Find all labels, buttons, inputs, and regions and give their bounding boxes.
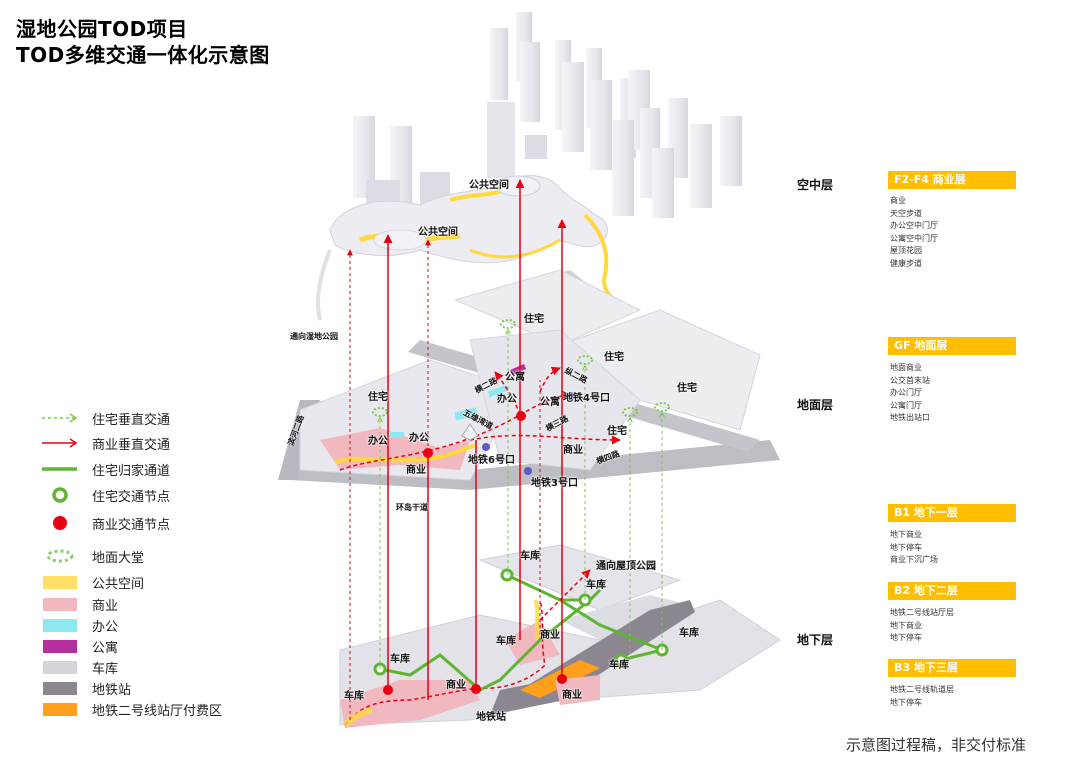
label-garage: 车库 <box>679 628 699 639</box>
swatch-office <box>40 615 80 635</box>
green-ring-icon <box>40 485 80 505</box>
label-metro-exit-4: 地铁4号口 <box>563 393 610 404</box>
layer-name-sky: 空中层 <box>797 178 834 192</box>
label-residential: 住宅 <box>368 392 388 403</box>
label-office: 办公 <box>368 436 388 447</box>
label-garage: 车库 <box>520 551 540 562</box>
label-commerce: 商业 <box>540 630 560 641</box>
swatch-garage <box>40 657 80 677</box>
layer-list-f2-f4: 商业 天空步道 办公空中门厅 公寓空中门厅 屋顶花园 健康步道 <box>890 196 938 268</box>
layer-list-b2: 地铁二号线站厅层 地下商业 地下停车 <box>890 608 954 642</box>
draft-disclaimer: 示意图过程稿，非交付标准 <box>846 736 1027 754</box>
label-metro-station: 地铁站 <box>476 712 506 723</box>
layer-list-b1: 地下商业 地下停车 商业下沉广场 <box>890 530 938 564</box>
label-public-space: 公共空间 <box>469 180 509 191</box>
green-line-icon <box>40 459 80 479</box>
red-arrow-icon <box>40 433 80 453</box>
legend-item: 车库 <box>40 657 260 677</box>
layer-header-b1: B1 地下一层 <box>888 504 1016 522</box>
label-office: 办公 <box>409 433 429 444</box>
label-residential: 住宅 <box>604 352 624 363</box>
label-garage: 车库 <box>390 654 410 665</box>
swatch-apartment <box>40 636 80 656</box>
label-garage: 车库 <box>609 660 629 671</box>
label-metro-exit-6: 地铁6号口 <box>468 455 515 466</box>
label-garage: 车库 <box>496 636 516 647</box>
legend-item: 公寓 <box>40 636 260 656</box>
legend-item: 地铁站 <box>40 678 260 698</box>
legend-item: 地铁二号线站厅付费区 <box>40 699 260 719</box>
legend-item: 商业交通节点 <box>40 513 260 533</box>
underground-level-plan <box>339 544 781 728</box>
legend-item: 商业 <box>40 594 260 614</box>
layer-list-gf: 地面商业 公交首末站 办公门厅 公寓门厅 地铁出站口 <box>890 363 930 422</box>
layer-name-underground: 地下层 <box>797 633 834 647</box>
layer-header-f2-f4: F2-F4 商业层 <box>888 171 1016 189</box>
swatch-metro-paid-zone <box>40 699 80 719</box>
label-metro-exit-3: 地铁3号口 <box>531 478 578 489</box>
ground-level-plan <box>278 269 780 490</box>
label-residential: 住宅 <box>677 383 697 394</box>
legend-item: 住宅交通节点 <box>40 485 260 505</box>
layer-header-gf: GF 地面层 <box>888 337 1016 355</box>
legend-item: 公共空间 <box>40 572 260 592</box>
page-title: 湿地公园TOD项目 TOD多维交通一体化示意图 <box>16 16 270 68</box>
label-commerce: 商业 <box>446 680 466 691</box>
label-residential: 住宅 <box>524 314 544 325</box>
label-road: 环岛干道 <box>396 503 428 512</box>
swatch-commerce <box>40 594 80 614</box>
label-office: 办公 <box>497 394 517 405</box>
legend-item: 商业垂直交通 <box>40 433 260 453</box>
sky-level-towers <box>353 12 742 218</box>
label-commerce: 商业 <box>563 445 583 456</box>
layer-header-b2: B2 地下二层 <box>888 582 1016 600</box>
label-to-roof-park: 通向屋顶公园 <box>596 561 656 572</box>
title-line-1: 湿地公园TOD项目 <box>16 17 188 41</box>
label-garage: 车库 <box>586 580 606 591</box>
dotted-green-ellipse-icon <box>40 546 80 566</box>
label-residential: 住宅 <box>607 426 627 437</box>
layer-name-ground: 地面层 <box>797 398 834 412</box>
label-commerce: 商业 <box>562 690 582 701</box>
label-commerce: 商业 <box>406 465 426 476</box>
swatch-public-space <box>40 572 80 592</box>
label-garage: 车库 <box>344 691 364 702</box>
vertical-connections <box>347 179 662 720</box>
label-public-space: 公共空间 <box>418 227 458 238</box>
title-line-2: TOD多维交通一体化示意图 <box>16 43 270 67</box>
label-to-wetland-park: 通向湿地公园 <box>290 332 338 341</box>
layer-header-b3: B3 地下三层 <box>888 659 1016 677</box>
swatch-metro-station <box>40 678 80 698</box>
layer-list-b3: 地铁二号线轨道层 地下停车 <box>890 685 954 707</box>
dashed-green-arrow-icon <box>40 408 80 428</box>
sky-level-podium <box>316 175 622 321</box>
legend-item: 办公 <box>40 615 260 635</box>
red-dot-icon <box>40 513 80 533</box>
legend-item: 地面大堂 <box>40 546 260 566</box>
label-apartment: 公寓 <box>505 372 525 383</box>
legend-item: 住宅归家通道 <box>40 459 260 479</box>
legend-item: 住宅垂直交通 <box>40 408 260 428</box>
label-apartment: 公寓 <box>540 397 560 408</box>
